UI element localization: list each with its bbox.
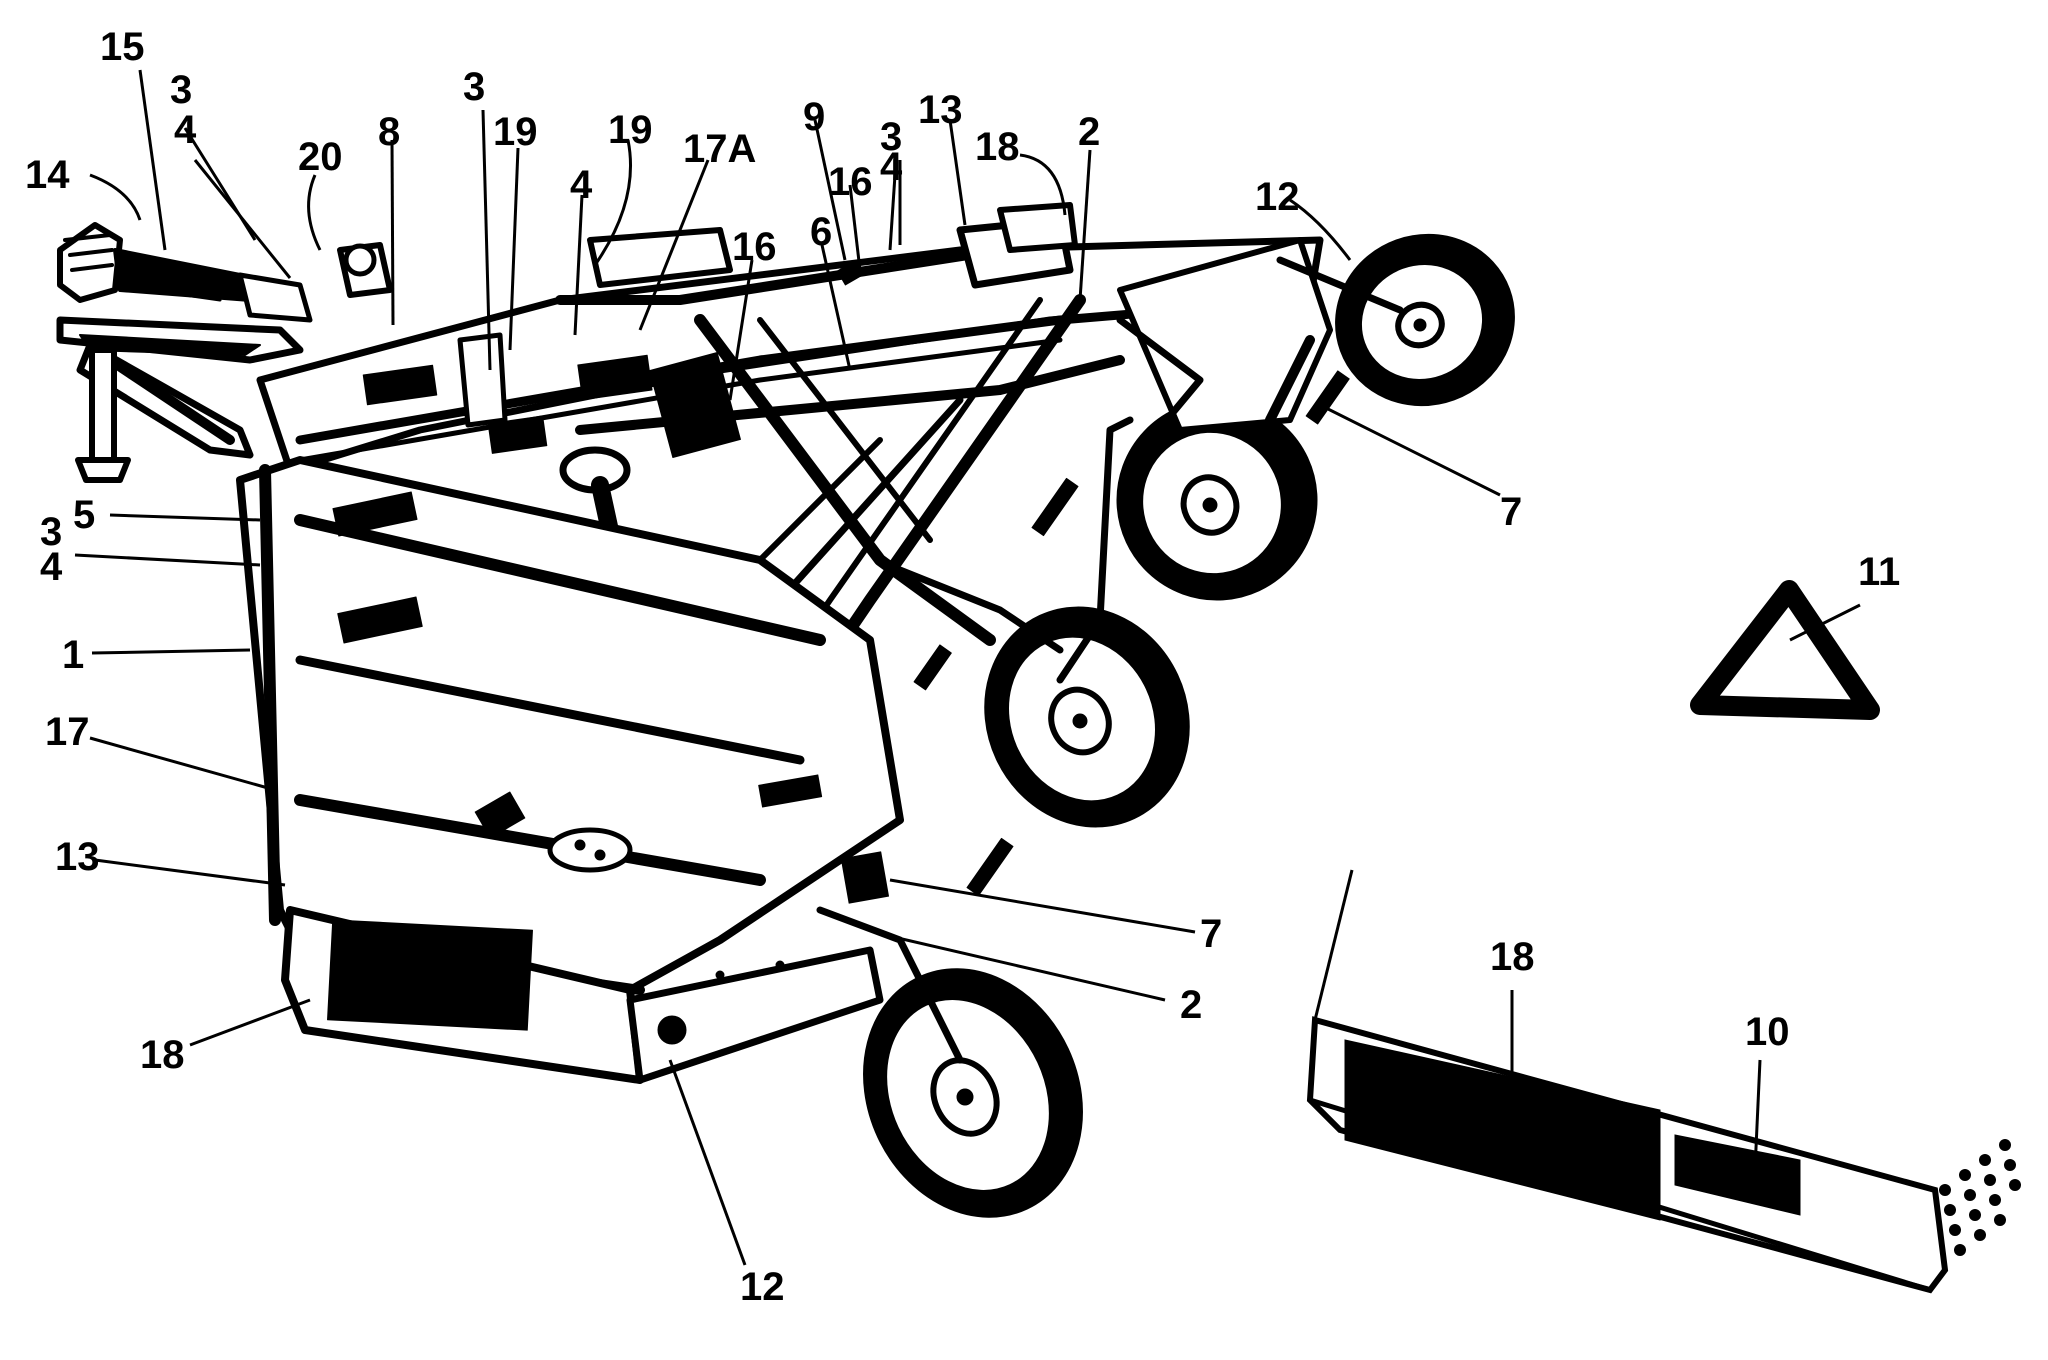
wheel-front-left xyxy=(863,968,1083,1218)
callout-1: 1 xyxy=(62,633,84,677)
callout-14: 14 xyxy=(25,153,70,197)
callout-labels: 15 3 4 14 20 8 3 19 19 4 17A 9 16 3 4 13… xyxy=(25,25,1900,1309)
detail-hatch xyxy=(1939,1139,2021,1256)
callout-15: 15 xyxy=(100,25,145,69)
callout-16: 16 xyxy=(828,160,873,204)
center-frame xyxy=(575,294,1125,886)
callout-20: 20 xyxy=(298,135,343,179)
callout-18: 18 xyxy=(975,125,1020,169)
callout-4: 4 xyxy=(174,108,197,152)
rear-gearboxes xyxy=(337,202,1078,428)
callout-4: 4 xyxy=(880,145,903,189)
callout-4: 4 xyxy=(40,545,63,589)
callout-18: 18 xyxy=(140,1033,185,1077)
smv-triangle-sign xyxy=(1690,580,1880,720)
callout-4: 4 xyxy=(570,163,593,207)
wheel-mid-left xyxy=(984,606,1190,828)
right-wing-deck xyxy=(1056,237,1333,684)
chain-guards xyxy=(913,370,1350,897)
wheel-rear-right xyxy=(1335,233,1515,407)
callout-12: 12 xyxy=(1255,175,1300,219)
wheel-mid-right xyxy=(1116,399,1318,601)
callout-3: 3 xyxy=(880,115,902,159)
callout-5: 5 xyxy=(73,493,95,537)
callout-13: 13 xyxy=(55,835,100,879)
hitch-jack xyxy=(56,316,304,483)
callout-8: 8 xyxy=(378,110,400,154)
callout-3: 3 xyxy=(463,65,485,109)
pto-driveline xyxy=(57,222,313,323)
callout-17a: 17A xyxy=(683,127,756,171)
callout-3: 3 xyxy=(170,68,192,112)
callout-9: 9 xyxy=(803,95,825,139)
callout-7: 7 xyxy=(1500,490,1522,534)
callout-11: 11 xyxy=(1858,550,1900,594)
callout-18: 18 xyxy=(1490,935,1535,979)
callout-2: 2 xyxy=(1180,983,1202,1027)
leader-lines xyxy=(74,69,1861,1266)
callout-19: 19 xyxy=(493,110,538,154)
callout-16: 16 xyxy=(732,225,777,269)
front-skirt-detail xyxy=(1306,869,2021,1294)
callout-17: 17 xyxy=(45,710,90,754)
mower-illustration xyxy=(56,202,1515,1218)
callout-2: 2 xyxy=(1078,110,1100,154)
callout-19: 19 xyxy=(608,108,653,152)
callout-13: 13 xyxy=(918,88,963,132)
callout-6: 6 xyxy=(810,210,832,254)
callout-12: 12 xyxy=(740,1265,785,1309)
callout-7: 7 xyxy=(1200,912,1222,956)
left-front-skirt xyxy=(281,906,884,1084)
left-wing-deck xyxy=(236,456,904,995)
callout-3: 3 xyxy=(40,510,62,554)
callout-10: 10 xyxy=(1745,1010,1790,1054)
